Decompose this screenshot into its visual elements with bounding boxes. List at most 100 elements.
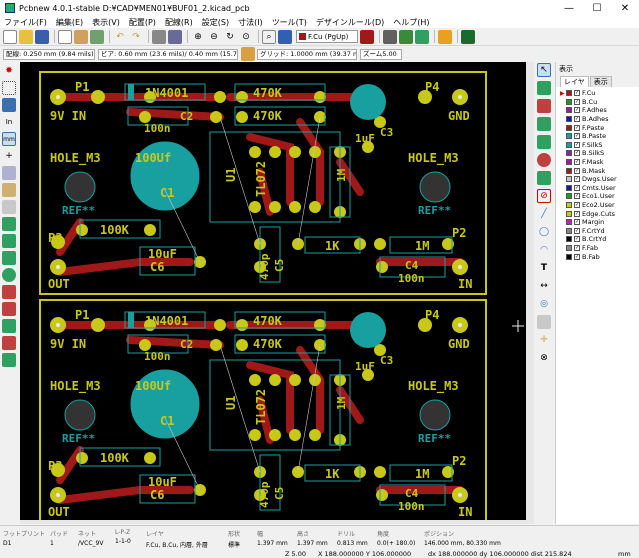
vertical-scrollbar[interactable] [526,62,534,524]
highlight-net-icon[interactable] [537,81,551,95]
layer-row[interactable]: ✓F.Adhes [556,106,639,115]
layer-visibility-checkbox[interactable]: ✓ [574,244,580,251]
zoom-fit-icon[interactable]: ⊙ [242,31,250,42]
redraw-icon[interactable]: ↻ [226,31,234,42]
polar-coords-icon[interactable] [2,98,16,112]
layer-row[interactable]: ✓B.Paste [556,132,639,141]
menu-place[interactable]: 配置(P) [128,17,156,27]
layer-color-swatch[interactable] [566,184,572,191]
layer-row[interactable]: ✓B.Mask [556,166,639,175]
open-board-icon[interactable] [19,29,33,44]
layer-row[interactable]: ✓B.Adhes [556,115,639,124]
layer-color-swatch[interactable] [566,98,572,105]
via-size-select[interactable]: ビア: 0.60 mm (23.6 mils)/ 0.40 mm (15.7 m… [98,48,238,60]
layer-row[interactable]: ✓Eco2.User [556,201,639,210]
zone-outline-icon[interactable] [2,234,16,248]
menu-route[interactable]: 配線(R) [164,17,193,27]
layer-visibility-checkbox[interactable]: ✓ [574,150,580,157]
layer-row[interactable]: ✓Margin [556,218,639,227]
layer-row[interactable]: ✓F.SilkS [556,141,639,150]
add-circle-icon[interactable]: ◯ [538,227,550,237]
minimize-button[interactable]: — [564,2,574,14]
layer-row[interactable]: ✓F.Fab [556,244,639,253]
layer-color-swatch[interactable] [566,210,572,217]
footprint-mode-icon[interactable] [399,29,413,44]
menu-dimensions[interactable]: 寸法(I) [238,17,263,27]
menu-design-rules[interactable]: デザインルール(D) [315,17,385,27]
close-button[interactable]: ✕ [620,2,630,14]
zoom-in-icon[interactable]: ⊕ [194,31,202,42]
layer-row[interactable]: ✓F.CrtYd [556,227,639,236]
route-track-icon[interactable] [537,135,551,149]
layer-row[interactable]: ▶✓F.Cu [556,89,639,98]
ratsnest-icon[interactable] [2,166,16,180]
microwave-toolbar-icon[interactable] [2,336,16,350]
layer-row[interactable]: ✓F.Paste [556,123,639,132]
drc-icon[interactable] [383,29,397,44]
zoom-out-icon[interactable]: ⊖ [210,31,218,42]
zone-sketch-icon[interactable] [2,251,16,265]
page-settings-icon[interactable] [58,29,72,44]
layer-color-swatch[interactable] [566,253,572,260]
grid-select[interactable]: グリッド: 1.0000 mm (39.37 mils) [257,48,357,60]
layer-visibility-checkbox[interactable]: ✓ [574,98,580,105]
layer-color-swatch[interactable] [566,236,572,243]
layer-visibility-checkbox[interactable]: ✓ [574,219,580,226]
pad-sketch-icon[interactable] [2,268,16,282]
add-keepout-icon[interactable]: ⊘ [537,189,551,203]
layer-color-swatch[interactable] [566,141,572,148]
menu-file[interactable]: ファイル(F) [4,17,47,27]
menu-tools[interactable]: ツール(T) [271,17,307,27]
add-dimension-icon[interactable]: ↔ [540,281,548,291]
layer-visibility-checkbox[interactable]: ✓ [574,227,580,234]
layer-visibility-checkbox[interactable]: ✓ [574,176,580,183]
layer-visibility-checkbox[interactable]: ✓ [574,90,580,97]
layer-visibility-checkbox[interactable]: ✓ [574,116,580,123]
layer-row[interactable]: ✓B.Fab [556,252,639,261]
library-icon[interactable] [74,29,88,44]
layer-visibility-checkbox[interactable]: ✓ [574,253,580,260]
track-mode-icon[interactable] [415,29,429,44]
zone-fill-icon[interactable] [2,217,16,231]
layer-row[interactable]: ✓B.SilkS [556,149,639,158]
layer-color-swatch[interactable] [566,90,572,97]
delete-icon[interactable] [537,315,551,329]
menu-view[interactable]: 表示(V) [92,17,120,27]
cursor-shape-icon[interactable]: + [5,151,13,161]
layer-color-swatch[interactable] [566,244,572,251]
via-sketch-icon[interactable] [2,285,16,299]
layer-visibility-checkbox[interactable]: ✓ [574,210,580,217]
layer-visibility-checkbox[interactable]: ✓ [574,124,580,131]
maximize-button[interactable]: ☐ [592,2,602,14]
layer-color-swatch[interactable] [566,116,572,123]
inch-units-icon[interactable]: In [5,118,13,126]
autoroute-icon[interactable] [438,29,452,44]
layer-row[interactable]: ✓Edge.Cuts [556,209,639,218]
menu-edit[interactable]: 編集(E) [55,17,84,27]
find-icon[interactable]: ⌕ [262,29,276,44]
layer-select[interactable]: F.Cu (PgUp) [296,30,358,43]
layer-row[interactable]: ✓F.Mask [556,158,639,167]
layer-visibility-checkbox[interactable]: ✓ [574,202,580,209]
print-icon[interactable] [152,29,166,44]
layer-row[interactable]: ✓Eco1.User [556,192,639,201]
auto-track-width-icon[interactable] [241,47,255,61]
layer-color-swatch[interactable] [566,193,572,200]
layer-visibility-checkbox[interactable]: ✓ [574,184,580,191]
add-line-icon[interactable]: ╱ [541,209,547,219]
auto-delete-track-icon[interactable] [2,200,16,214]
layer-visibility-checkbox[interactable]: ✓ [574,193,580,200]
select-arrow-icon[interactable]: ↖ [537,63,551,77]
layer-visibility-checkbox[interactable]: ✓ [574,107,580,114]
pcb-canvas[interactable]: P1 P4 9V IN GND HOLE_M3 HOLE_M3 REF** RE… [20,62,526,524]
layer-color-swatch[interactable] [566,107,572,114]
layer-row[interactable]: ✓Cmts.User [556,184,639,193]
drill-origin-icon[interactable]: ⊗ [540,353,548,363]
layer-visibility-checkbox[interactable]: ✓ [574,133,580,140]
local-ratsnest-icon[interactable] [537,99,551,113]
track-width-select[interactable]: 配線: 0.250 mm (9.84 mils) * [3,48,95,60]
tab-layers[interactable]: レイヤ [560,76,589,87]
horizontal-scrollbar[interactable] [20,520,526,524]
layer-color-swatch[interactable] [566,202,572,209]
drc-off-icon[interactable]: ✸ [5,66,13,76]
